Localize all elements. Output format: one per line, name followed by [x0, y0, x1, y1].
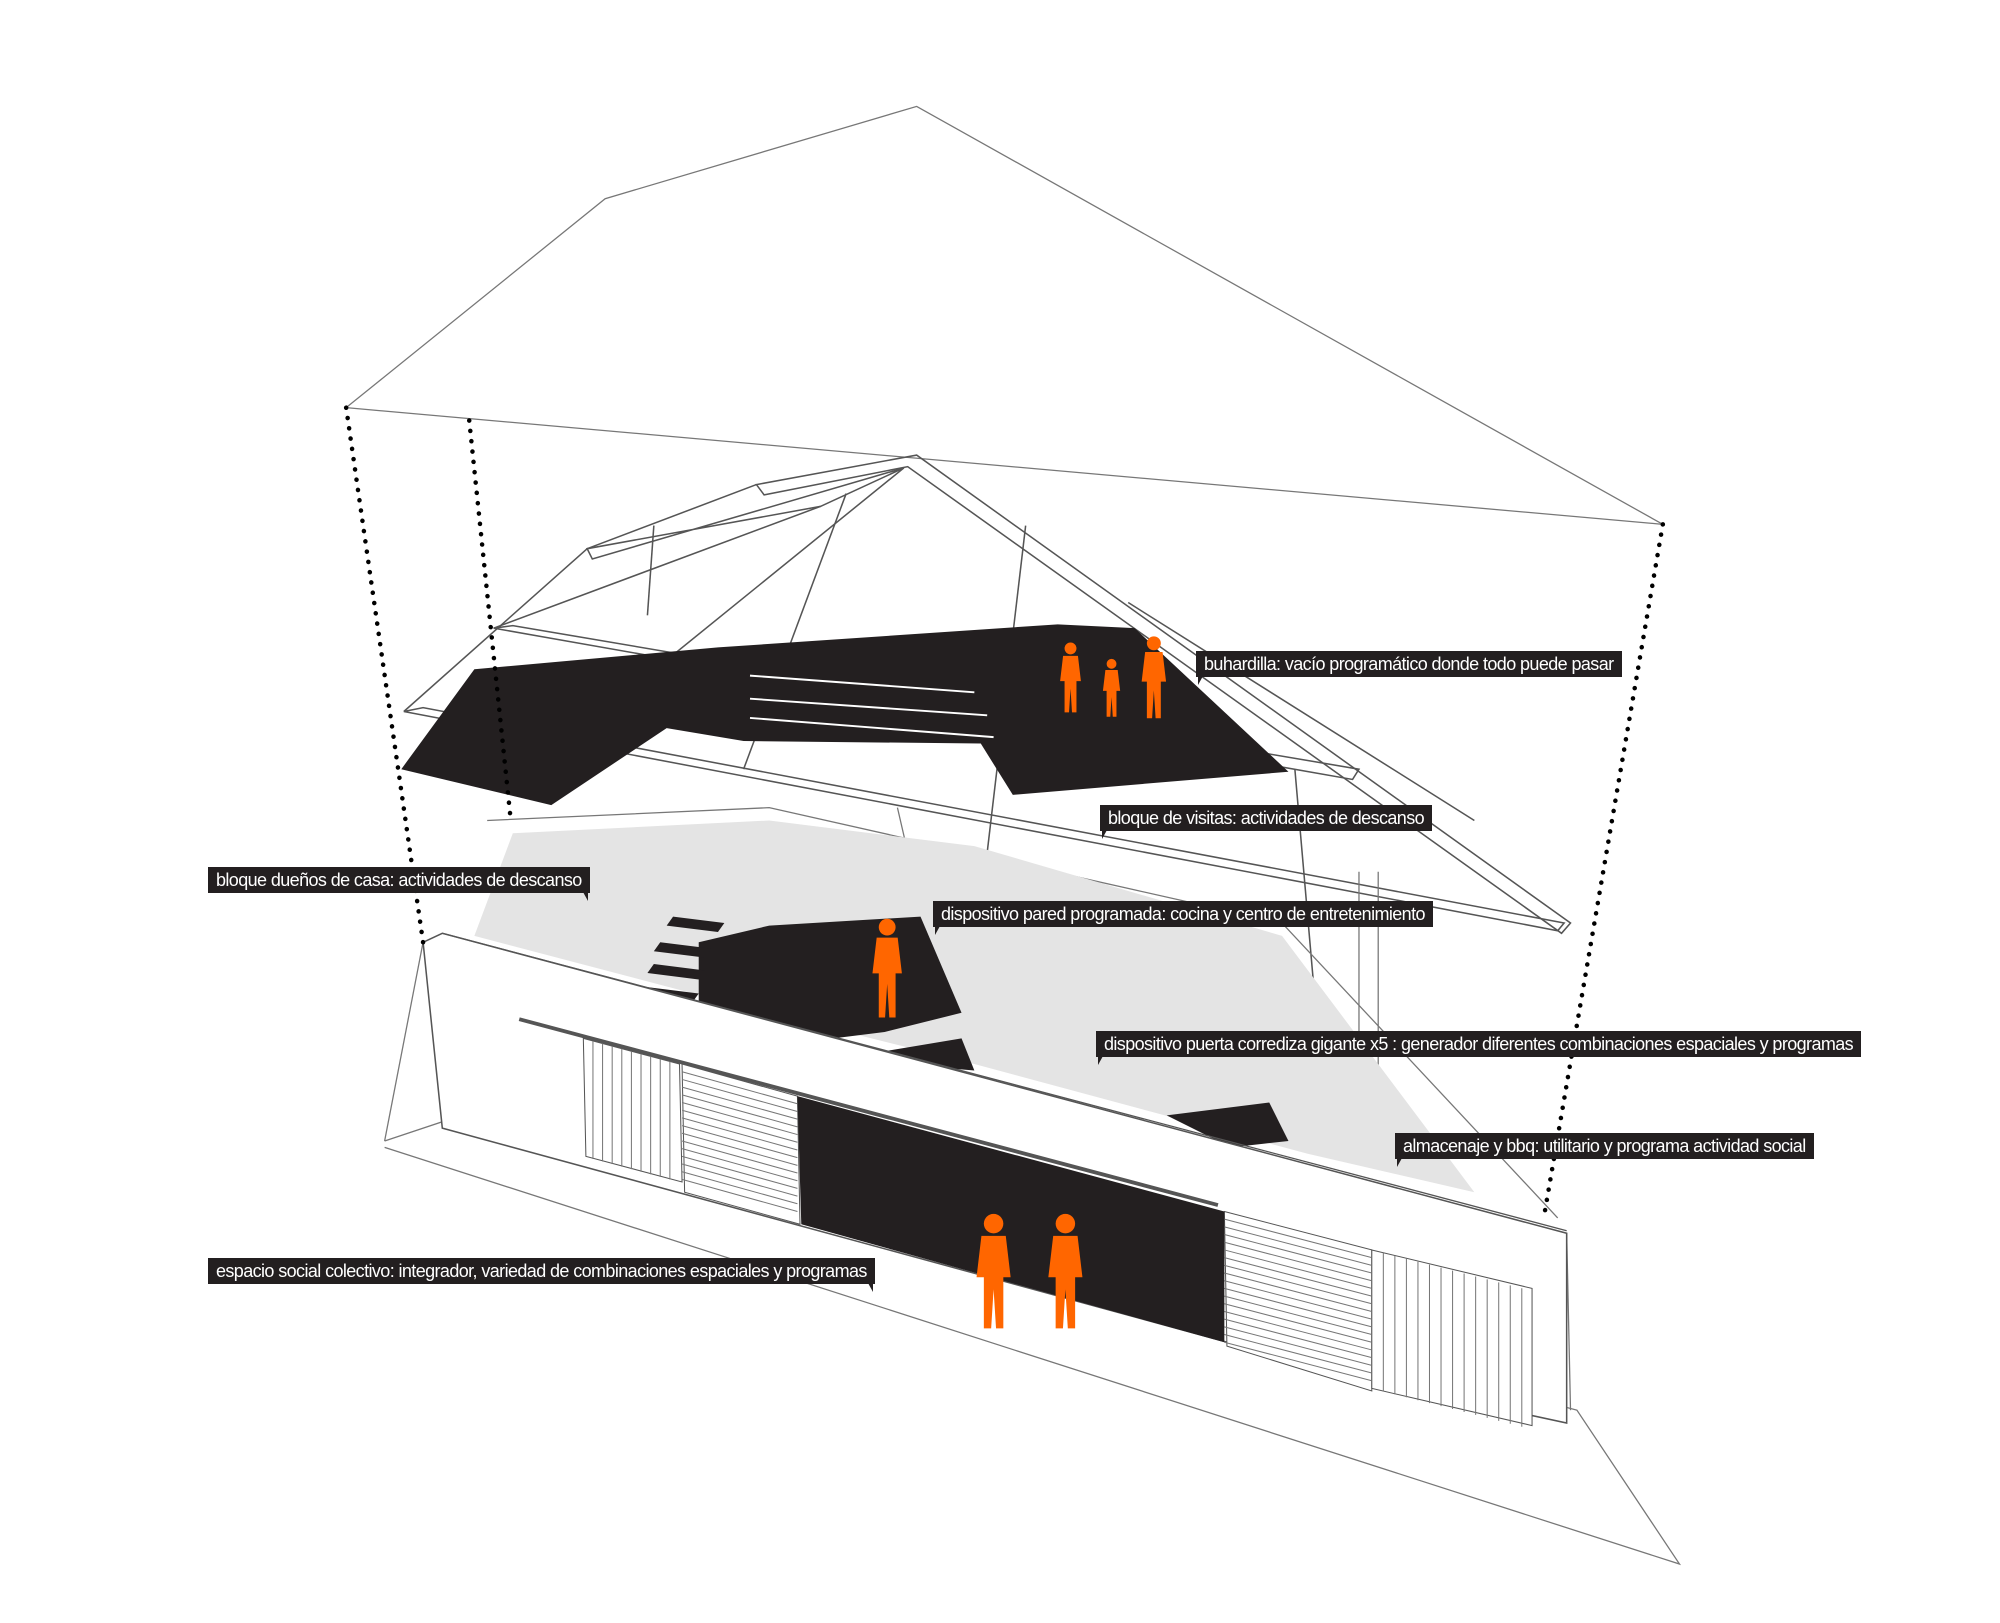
slat [681, 1140, 798, 1174]
slat [681, 1117, 798, 1151]
slat [1224, 1234, 1372, 1274]
label-pointer [867, 1283, 873, 1292]
slat [1224, 1326, 1372, 1366]
slat [681, 1078, 798, 1112]
slat [1224, 1241, 1372, 1282]
slat [681, 1178, 798, 1212]
label-text: bloque dueños de casa: actividades de de… [216, 870, 582, 890]
interior-fill [474, 820, 1475, 1193]
slat [1224, 1272, 1372, 1312]
slat [1224, 1310, 1372, 1351]
label-text: dispositivo pared programada: cocina y c… [941, 904, 1426, 924]
slat [681, 1148, 798, 1182]
slat [681, 1132, 798, 1166]
label-text: espacio social colectivo: integrador, va… [216, 1261, 867, 1281]
slatted-panels [582, 1037, 1533, 1427]
projection-lines [343, 405, 1666, 1214]
slat [681, 1155, 798, 1189]
label-owners-block: bloque dueños de casa: actividades de de… [208, 867, 590, 901]
floor-fragment [1166, 1102, 1289, 1148]
attic-railing [749, 674, 994, 739]
label-programmed-wall: dispositivo pared programada: cocina y c… [933, 901, 1433, 935]
label-social-space: espacio social colectivo: integrador, va… [208, 1258, 875, 1292]
slat [1224, 1334, 1372, 1374]
slat [1224, 1218, 1372, 1259]
slat [681, 1163, 798, 1197]
label-storage-bbq: almacenaje y bbq: utilitario y programa … [1395, 1133, 1814, 1167]
slat [1224, 1257, 1372, 1297]
label-pointer [1102, 830, 1107, 839]
slat [681, 1102, 798, 1136]
label-pointer [1198, 676, 1203, 685]
sliding-door-opening [797, 1096, 1225, 1343]
label-pointer [1098, 1056, 1103, 1065]
roof-envelope [345, 105, 1664, 525]
label-sliding-door: dispositivo puerta corrediza gigante x5 … [1096, 1031, 1862, 1065]
label-attic: buhardilla: vacío programático donde tod… [1196, 651, 1622, 685]
label-text: dispositivo puerta corrediza gigante x5 … [1104, 1034, 1854, 1054]
slat [681, 1109, 798, 1143]
slat [681, 1094, 798, 1128]
slat [1224, 1295, 1372, 1336]
slat [1224, 1280, 1372, 1320]
slat [681, 1125, 798, 1159]
label-pointer [1397, 1158, 1402, 1167]
slat [1224, 1226, 1372, 1266]
label-pointer [935, 926, 940, 935]
label-text: almacenaje y bbq: utilitario y programa … [1403, 1136, 1806, 1156]
label-text: bloque de visitas: actividades de descan… [1108, 808, 1425, 828]
label-guest-block: bloque de visitas: actividades de descan… [1100, 805, 1433, 839]
slat [1224, 1303, 1372, 1343]
slat [681, 1086, 798, 1120]
slat [681, 1071, 798, 1105]
slat [1224, 1249, 1372, 1289]
slat [1224, 1264, 1372, 1305]
slat [681, 1171, 798, 1205]
label-text: buhardilla: vacío programático donde tod… [1204, 654, 1614, 674]
label-pointer [582, 892, 588, 901]
slat [1224, 1287, 1372, 1328]
slat [1224, 1341, 1372, 1382]
slat [1224, 1318, 1372, 1359]
